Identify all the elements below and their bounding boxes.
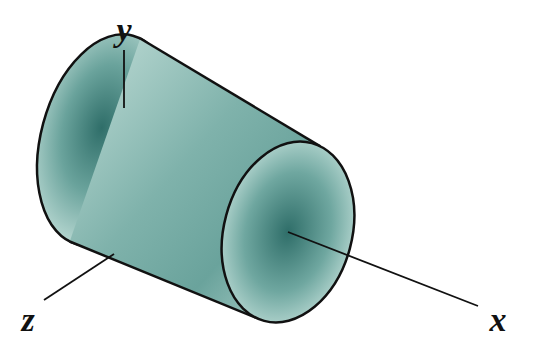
- leader-line: [44, 254, 114, 300]
- axis-label: z: [21, 301, 34, 338]
- axis-label: x: [490, 301, 507, 338]
- leader-line: [123, 50, 125, 108]
- leader-lines: [44, 50, 478, 306]
- axis-label-box: x: [490, 303, 507, 337]
- cylinder-edge: [140, 38, 320, 146]
- axis-label: y: [116, 11, 131, 48]
- cylinder: [15, 19, 373, 337]
- leader-line: [288, 232, 478, 306]
- axis-label-box: y: [116, 13, 131, 47]
- axis-label-box: z: [21, 303, 34, 337]
